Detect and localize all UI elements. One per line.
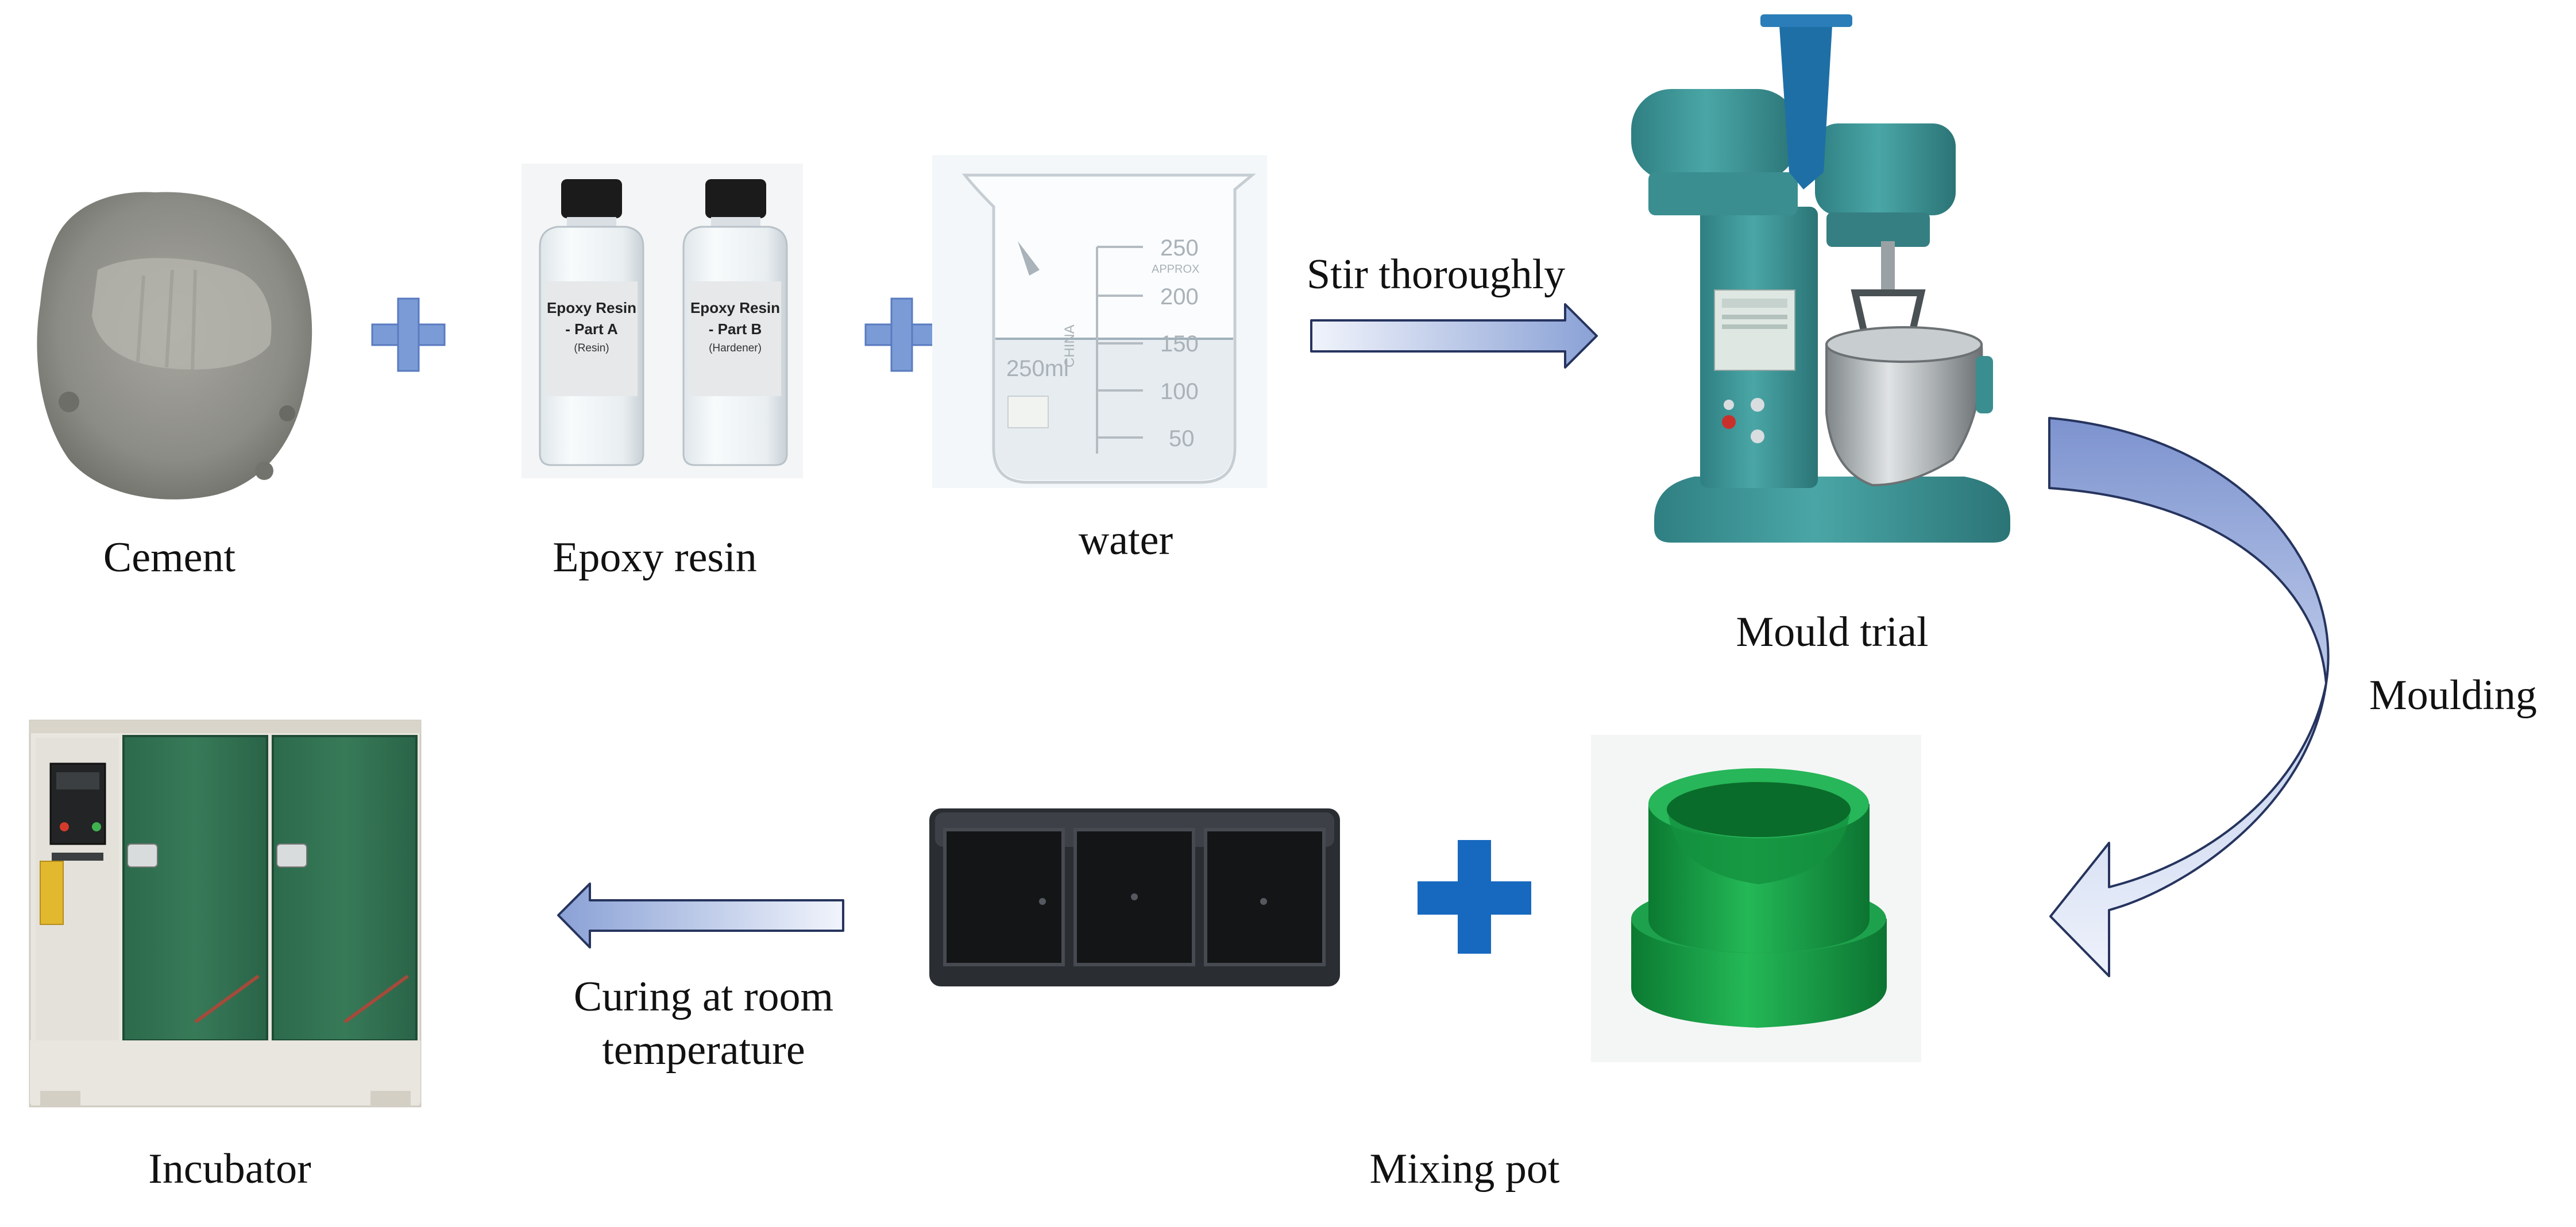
moulding-curved-arrow-icon	[2048, 417, 2330, 977]
beaker-approx: APPROX	[1152, 263, 1199, 276]
bottle-b-part: - Part B	[709, 320, 762, 338]
bottle-a-sub: (Resin)	[574, 342, 609, 354]
stir-arrow-icon	[1310, 303, 1598, 369]
beaker-china: CHINA	[1062, 324, 1077, 367]
incubator-image	[29, 719, 422, 1108]
mortar-mixer-image	[1631, 14, 2010, 543]
plus-icon	[371, 297, 446, 372]
cement-label: Cement	[103, 534, 236, 581]
mixing-pot-label: Mixing pot	[1369, 1145, 1560, 1193]
bottle-b-sub: (Hardener)	[709, 342, 762, 354]
water-label: water	[1078, 517, 1173, 564]
beaker-mark-100: 100	[1160, 379, 1199, 404]
mould-trial-label: Mould trial	[1736, 609, 1929, 656]
bottle-a-part: - Part A	[565, 320, 618, 338]
beaker-mark-150: 150	[1160, 331, 1199, 357]
moulding-label: Moulding	[2369, 672, 2537, 719]
plus-icon	[1418, 840, 1531, 954]
green-mould-image	[1591, 735, 1921, 1062]
bottle-a-title: Epoxy Resin	[547, 299, 636, 316]
curing-label-line1: Curing at room	[573, 973, 834, 1020]
curing-label-line2: temperature	[602, 1026, 805, 1074]
epoxy-resin-label: Epoxy resin	[553, 534, 757, 581]
cube-mould-image	[929, 808, 1340, 986]
plus-icon	[864, 297, 939, 372]
epoxy-bottles-image: Epoxy Resin - Part A (Resin) Epoxy Resin…	[522, 164, 803, 478]
beaker-mark-250: 250	[1160, 235, 1199, 261]
bottle-b-title: Epoxy Resin	[690, 299, 780, 316]
curing-label: Curing at room temperature	[528, 970, 879, 1077]
cement-image	[37, 192, 312, 500]
stir-thoroughly-label: Stir thoroughly	[1307, 251, 1566, 298]
beaker-mark-200: 200	[1160, 284, 1199, 309]
beaker-mark-50: 50	[1169, 426, 1195, 451]
beaker-volume: 250ml	[1006, 356, 1069, 381]
curing-arrow-icon	[557, 882, 844, 949]
incubator-label: Incubator	[148, 1145, 311, 1193]
beaker-image: 250 APPROX 200 150 100 50 250ml CHINA	[932, 155, 1267, 488]
